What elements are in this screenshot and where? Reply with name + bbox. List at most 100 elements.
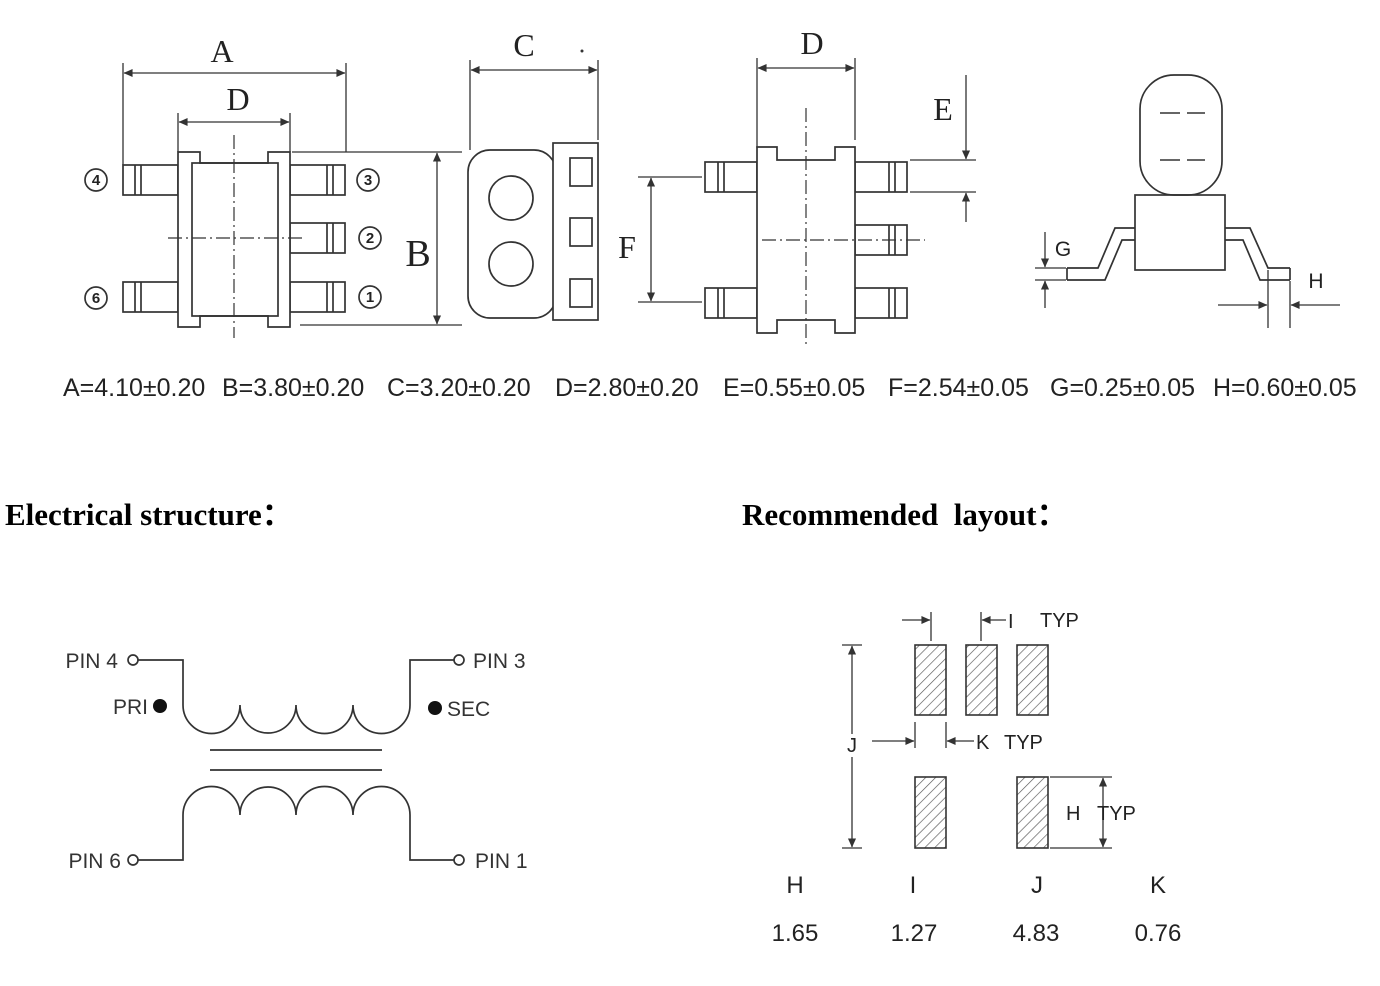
table-header-h: H [786, 872, 803, 899]
dimension-f-label: F [618, 229, 636, 265]
table-value-k: 0.76 [1135, 920, 1182, 947]
pin-number-6: 6 [84, 286, 108, 310]
left-gull-wing-lead [1066, 227, 1135, 281]
solder-pad [965, 644, 998, 716]
dimension-value-b: B=3.80±0.20 [222, 374, 364, 402]
primary-label: PRI [113, 696, 148, 719]
pin-number-text: 4 [92, 172, 101, 189]
table-value-h: 1.65 [772, 920, 819, 947]
dimension-h-label: H [1066, 803, 1080, 825]
body-core [191, 162, 279, 317]
dimension-h: H [1218, 270, 1340, 328]
pin-number-circle [358, 285, 382, 309]
pin-number-text: 3 [364, 172, 372, 189]
dimension-e: E [910, 75, 976, 222]
pin-number-4: 4 [84, 168, 108, 192]
table-header-k: K [1150, 872, 1166, 899]
pin-6-label: PIN 6 [68, 850, 121, 873]
dimension-d-front: D [756, 25, 856, 148]
dimension-value-d: D=2.80±0.20 [555, 374, 699, 402]
secondary-winding [138, 785, 454, 861]
secondary-polarity-dot [428, 701, 442, 715]
pin-4-terminal [127, 654, 139, 666]
dimension-i: I TYP [902, 610, 1079, 641]
solder-pad [914, 644, 947, 716]
pin-number-text: 1 [366, 289, 374, 306]
dimension-j: J [842, 644, 862, 849]
solder-pad [1016, 776, 1049, 849]
pin-number-circle [356, 168, 380, 192]
dimension-value-a: A=4.10±0.20 [63, 374, 205, 402]
dimension-g: G [1035, 232, 1071, 308]
dimension-d-label: D [226, 81, 249, 117]
pin-number-circle [358, 226, 382, 250]
dimension-i-note: TYP [1040, 610, 1079, 632]
pcb-land-pattern: I TYP J K TYP H TYP [842, 610, 1136, 849]
dimension-h-note: TYP [1097, 803, 1136, 825]
stray-mark [580, 49, 584, 53]
side-pin [569, 278, 593, 308]
lead-edge [1225, 239, 1290, 281]
solder-pad [1016, 644, 1049, 716]
electrical-structure-heading: Electrical structure： [5, 497, 293, 532]
solder-pad [914, 776, 947, 849]
dimension-k-note: TYP [1004, 732, 1043, 754]
end-view: G H [1035, 74, 1340, 328]
pin-number-2: 2 [358, 226, 382, 250]
top-view: A D [84, 33, 462, 338]
side-flange [552, 142, 599, 321]
front-view: D F [618, 25, 976, 348]
dimension-values: A=4.10±0.20 B=3.80±0.20 C=3.20±0.20 D=2.… [63, 374, 1357, 402]
pin-number-markers: 4 3 2 6 1 [84, 168, 382, 310]
dimension-b: B [292, 151, 462, 326]
pin-number-circle [84, 168, 108, 192]
dimension-value-h: H=0.60±0.05 [1213, 374, 1357, 402]
dimension-value-g: G=0.25±0.05 [1050, 374, 1195, 402]
dimension-i-label: I [1008, 611, 1014, 633]
dimension-g-label: G [1055, 238, 1071, 261]
dimension-k: K TYP [872, 722, 1043, 754]
secondary-label: SEC [447, 698, 490, 721]
pin-number-text: 6 [92, 290, 100, 307]
pin-6-terminal [127, 854, 139, 866]
pin-number-circle [84, 286, 108, 310]
pin-3-terminal [453, 654, 465, 666]
pin-number-1: 1 [358, 285, 382, 309]
dimension-c-label: C [513, 27, 534, 63]
pin-number-text: 2 [366, 230, 374, 247]
table-header-j: J [1031, 872, 1043, 899]
dimension-a-label: A [210, 33, 233, 69]
pin-1-terminal [453, 854, 465, 866]
side-view: C [467, 27, 599, 321]
dimension-d: D [177, 81, 291, 152]
primary-polarity-dot [153, 699, 167, 713]
dimension-value-f: F=2.54±0.05 [888, 374, 1029, 402]
lead-edge [1067, 227, 1135, 269]
transformer-schematic: PIN 4 PIN 3 PRI SEC PIN 6 PIN 1 [65, 650, 527, 873]
table-value-i: 1.27 [891, 920, 938, 947]
dimension-f: F [618, 176, 702, 303]
layout-dimension-table: H I J K 1.65 1.27 4.83 0.76 [772, 872, 1182, 947]
dimension-value-e: E=0.55±0.05 [723, 374, 865, 402]
end-body [1134, 194, 1226, 271]
dimension-c: C [469, 27, 599, 150]
right-gull-wing-lead [1225, 227, 1291, 281]
winding-hole [488, 241, 534, 287]
table-header-i: I [910, 872, 917, 899]
recommended-layout-heading: Recommended layout： [742, 497, 1067, 532]
side-pin [569, 157, 593, 187]
dimension-h-label: H [1308, 270, 1323, 293]
dimension-b-label: B [405, 233, 430, 275]
pin-1-label: PIN 1 [475, 850, 528, 873]
lead-edge [1225, 227, 1290, 269]
dimension-d-label: D [800, 25, 823, 61]
pin-number-3: 3 [356, 168, 380, 192]
table-value-j: 4.83 [1013, 920, 1060, 947]
dimension-h-pad: H TYP [1050, 776, 1136, 849]
lead-edge [1067, 239, 1135, 281]
winding-hole [488, 175, 534, 221]
side-pin [569, 217, 593, 247]
dimension-value-c: C=3.20±0.20 [387, 374, 531, 402]
